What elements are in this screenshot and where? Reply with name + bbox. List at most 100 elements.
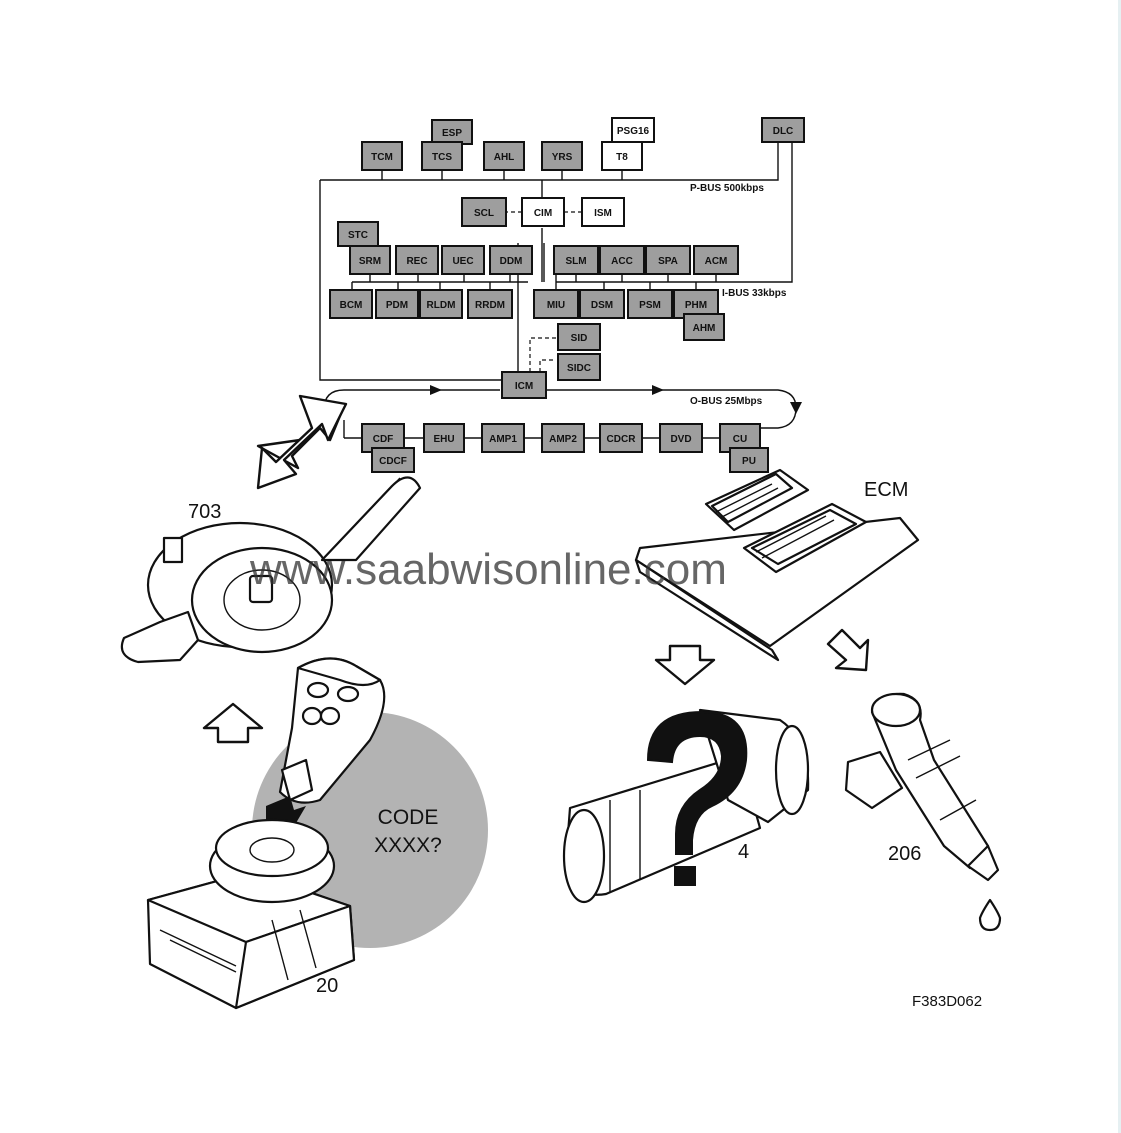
module-box [541, 141, 583, 171]
module-label: DVD [670, 434, 691, 445]
module-label: RRDM [475, 300, 505, 311]
module-t8: T8 [601, 141, 643, 171]
module-acm: ACM [693, 245, 739, 275]
module-amp2: AMP2 [541, 423, 585, 453]
module-box [557, 353, 601, 381]
module-box [349, 245, 391, 275]
module-srm: SRM [349, 245, 391, 275]
module-label: RLDM [427, 300, 456, 311]
code-label-line2: XXXX? [374, 834, 442, 857]
down-arrow-icon [654, 644, 716, 686]
module-esp: ESP [431, 119, 473, 145]
module-box [419, 289, 463, 319]
module-label: TCS [432, 152, 452, 163]
module-label: SCL [474, 208, 494, 219]
fuel-injector-206 [844, 692, 1002, 932]
module-label: SPA [658, 256, 678, 267]
module-ahm: AHM [683, 313, 725, 341]
module-sid: SID [557, 323, 601, 351]
module-cim: CIM [521, 197, 565, 227]
module-miu: MIU [533, 289, 579, 319]
module-scl: SCL [461, 197, 507, 227]
module-label: DLC [773, 126, 794, 137]
module-box [467, 289, 513, 319]
module-box [557, 323, 601, 351]
module-dlc: DLC [761, 117, 805, 143]
module-label: PDM [386, 300, 408, 311]
module-rec: REC [395, 245, 439, 275]
module-label: UEC [452, 256, 473, 267]
module-label: PSM [639, 300, 661, 311]
module-label: YRS [552, 152, 573, 163]
module-box [483, 141, 525, 171]
module-label: T8 [616, 152, 628, 163]
diagonal-arrow-icon [826, 628, 870, 672]
module-label: AHL [494, 152, 515, 163]
module-label: SID [571, 333, 588, 344]
callout-ecm: ECM [864, 479, 908, 501]
o-bus-label: O-BUS 25Mbps [690, 396, 763, 407]
module-label: ACC [611, 256, 633, 267]
module-box [375, 289, 419, 319]
module-label: CDCF [379, 456, 407, 467]
module-box [501, 371, 547, 399]
module-label: CIM [534, 208, 552, 219]
module-rrdm: RRDM [467, 289, 513, 319]
module-cdcr: CDCR [599, 423, 643, 453]
module-psm: PSM [627, 289, 673, 319]
module-pu: PU [729, 447, 769, 473]
module-label: REC [406, 256, 427, 267]
module-box [441, 245, 485, 275]
module-tcs: TCS [421, 141, 463, 171]
i-bus-label: I-BUS 33kbps [722, 288, 787, 299]
module-label: PSG16 [617, 126, 650, 137]
module-psg16: PSG16 [611, 117, 655, 143]
module-label: DDM [500, 256, 523, 267]
module-slm: SLM [553, 245, 599, 275]
steering-wheel-module-703 [120, 476, 422, 664]
callout-4: 4 [738, 841, 749, 863]
module-label: DSM [591, 300, 613, 311]
module-box [683, 313, 725, 341]
module-label: CDF [373, 434, 394, 445]
module-box [645, 245, 691, 275]
code-label-line1: CODE [378, 806, 439, 829]
module-box [329, 289, 373, 319]
key-fob [278, 657, 386, 804]
module-label: ISM [594, 208, 612, 219]
module-ehu: EHU [423, 423, 465, 453]
module-ahl: AHL [483, 141, 525, 171]
module-box [481, 423, 525, 453]
module-box [423, 423, 465, 453]
module-label: ESP [442, 128, 462, 139]
module-label: ICM [515, 381, 533, 392]
module-label: TCM [371, 152, 393, 163]
module-bcm: BCM [329, 289, 373, 319]
module-pdm: PDM [375, 289, 419, 319]
callout-20: 20 [316, 975, 338, 997]
module-box [659, 423, 703, 453]
module-acc: ACC [599, 245, 645, 275]
module-label: SRM [359, 256, 381, 267]
module-box [599, 245, 645, 275]
module-box [395, 245, 439, 275]
module-box [579, 289, 625, 319]
module-box [581, 197, 625, 227]
figure-id: F383D062 [912, 993, 982, 1010]
module-box [601, 141, 643, 171]
module-cdcf: CDCF [371, 447, 415, 473]
module-box [421, 141, 463, 171]
module-stc: STC [337, 221, 379, 247]
module-uec: UEC [441, 245, 485, 275]
module-ism: ISM [581, 197, 625, 227]
module-label: MIU [547, 300, 565, 311]
module-box [461, 197, 507, 227]
module-label: EHU [433, 434, 454, 445]
module-box [533, 289, 579, 319]
module-dsm: DSM [579, 289, 625, 319]
module-box [541, 423, 585, 453]
module-label: AMP2 [549, 434, 577, 445]
module-box [761, 117, 805, 143]
module-box [371, 447, 415, 473]
